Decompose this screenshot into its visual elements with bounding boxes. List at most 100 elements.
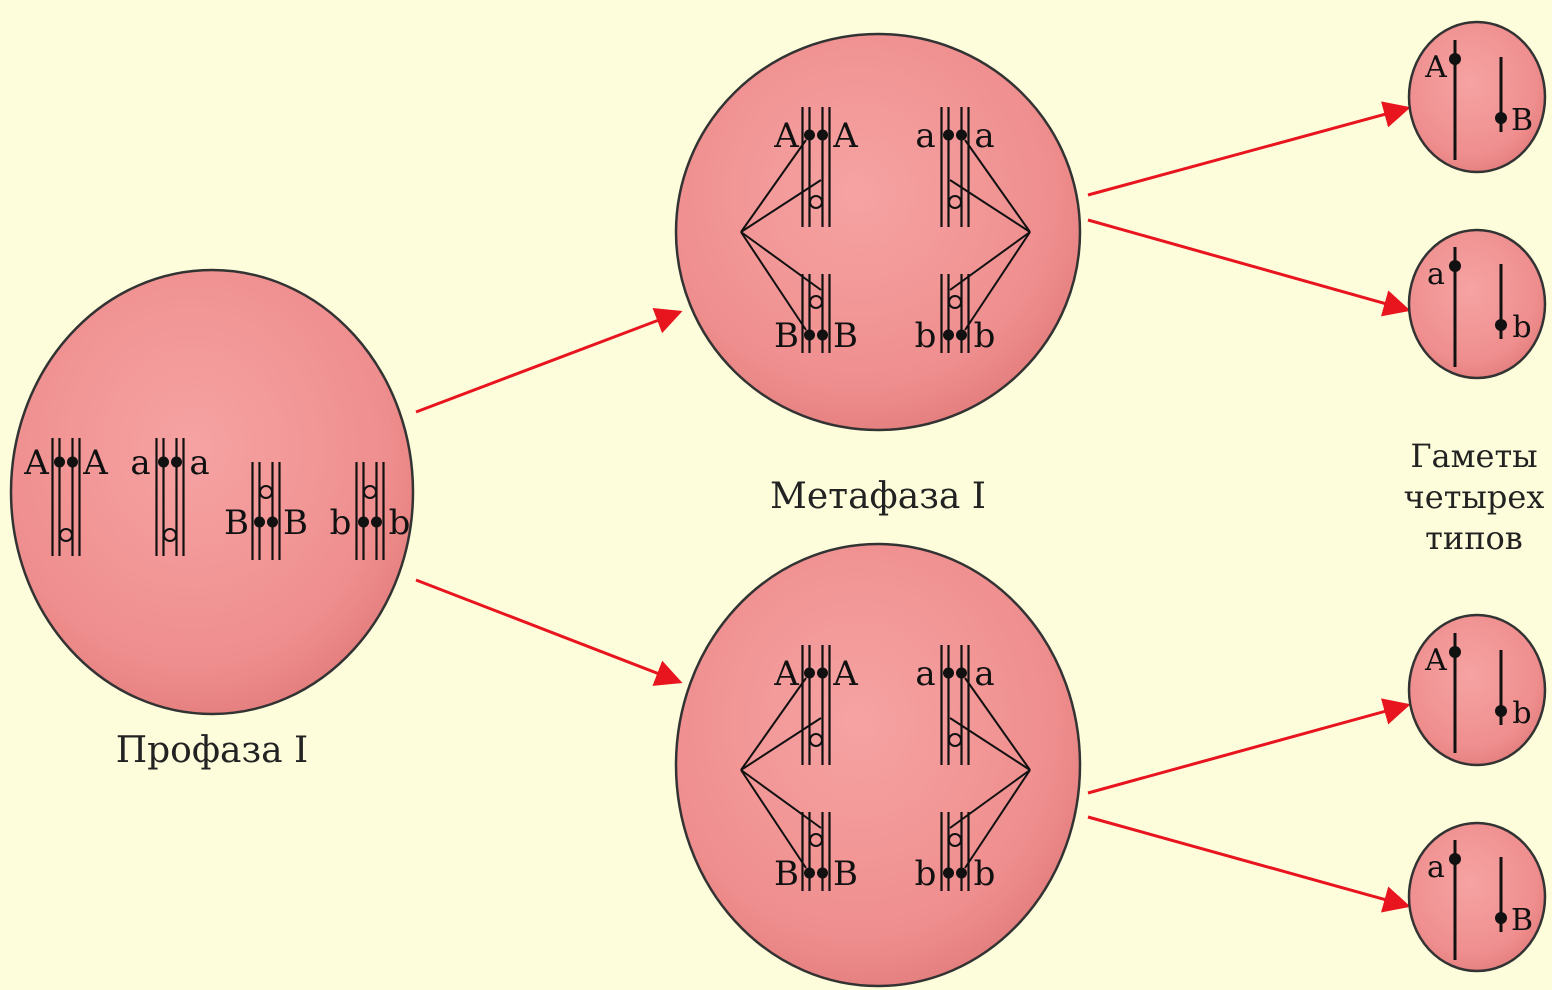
gametes-label-line-1: Гаметы — [1410, 437, 1537, 475]
spindle-fiber — [740, 231, 807, 331]
arrows — [415, 101, 1411, 913]
centromere-ring — [948, 295, 962, 309]
gene-locus-dot — [804, 129, 815, 141]
gene-locus-dot — [804, 867, 815, 879]
allele-label-left: A — [23, 443, 49, 483]
metaphase-label: Метафаза I — [770, 476, 986, 517]
allele-label-right: a — [974, 654, 994, 694]
gene-locus-dot — [1495, 705, 1507, 717]
cells — [9, 20, 1547, 988]
prophase-cell — [9, 268, 415, 716]
allele-label-left: a — [915, 116, 935, 156]
allele-label-left: A — [773, 116, 799, 156]
spindle-fiber — [949, 769, 1031, 829]
allele-label-left: b — [915, 316, 937, 356]
allele-label-right: a — [974, 116, 994, 156]
gene-locus-dot — [358, 516, 369, 528]
gamete-cell-1 — [1407, 20, 1547, 174]
gamete-cell-3 — [1407, 613, 1547, 767]
centromere-ring — [59, 528, 73, 542]
gene-locus-dot — [371, 516, 382, 528]
allele-label-right: B — [283, 503, 308, 543]
gene-locus-dot — [1449, 260, 1461, 272]
gamete-cell-2 — [1407, 228, 1547, 380]
gametes-label-line-3: типов — [1425, 519, 1523, 557]
spindle-fiber — [740, 769, 822, 829]
gamete-allele-first: a — [1427, 257, 1445, 292]
gamete-allele-second: B — [1511, 103, 1533, 138]
metaphase-cell-top — [674, 32, 1082, 432]
gene-locus-dot — [817, 667, 828, 679]
gamete-allele-second: B — [1511, 903, 1533, 938]
centromere-ring — [809, 833, 823, 847]
centromere-ring — [948, 733, 962, 747]
gene-locus-dot — [267, 516, 278, 528]
arrow-prophase-to-metaphase-top — [415, 307, 683, 414]
allele-label-right: A — [832, 116, 858, 156]
spindle-fiber — [740, 179, 822, 233]
gamete-cell-4 — [1407, 821, 1547, 973]
allele-label-right: b — [389, 503, 411, 543]
allele-label-right: B — [833, 316, 858, 356]
allele-label-right: a — [189, 443, 209, 483]
gamete-allele-first: A — [1424, 643, 1447, 678]
centromere-ring — [363, 485, 377, 499]
allele-label-left: b — [330, 503, 352, 543]
gene-locus-dot — [817, 329, 828, 341]
spindle-fiber — [949, 231, 1031, 291]
gamete-allele-first: A — [1424, 50, 1447, 85]
gene-locus-dot — [54, 456, 65, 468]
gamete-chromosomes-2: ab — [1427, 247, 1532, 367]
spindle-fiber — [740, 769, 807, 869]
allele-label-left: b — [915, 854, 937, 894]
gene-locus-dot — [171, 456, 182, 468]
spindle-fibers — [740, 677, 1031, 869]
arrow-prophase-to-metaphase-bottom — [415, 578, 683, 686]
gamete-chromosomes-4: aB — [1427, 840, 1533, 960]
allele-label-right: A — [82, 443, 108, 483]
allele-label-left: B — [774, 854, 799, 894]
centromere-ring — [163, 528, 177, 542]
gene-locus-dot — [956, 667, 967, 679]
gene-locus-dot — [817, 867, 828, 879]
arrow-metaphase-top-to-gamete-2 — [1087, 218, 1411, 317]
gene-locus-dot — [1495, 319, 1507, 331]
gene-locus-dot — [158, 456, 169, 468]
centromere-ring — [809, 733, 823, 747]
spindle-fiber — [964, 139, 1031, 233]
gene-locus-dot — [1449, 853, 1461, 865]
allele-label-right: b — [974, 854, 996, 894]
centromere-ring — [809, 295, 823, 309]
prophase-label: Профаза I — [116, 730, 309, 771]
allele-label-right: b — [974, 316, 996, 356]
spindle-fibers — [740, 139, 1031, 331]
allele-label-left: B — [224, 503, 249, 543]
gene-locus-dot — [817, 129, 828, 141]
spindle-fiber — [964, 231, 1031, 331]
spindle-fiber — [949, 179, 1031, 233]
spindle-fiber — [740, 717, 822, 771]
spindle-fiber — [964, 769, 1031, 869]
gene-locus-dot — [943, 129, 954, 141]
gene-locus-dot — [804, 329, 815, 341]
metaphase-cell-bottom — [674, 542, 1082, 988]
arrow-metaphase-bottom-to-gamete-4 — [1087, 815, 1411, 913]
gene-locus-dot — [254, 516, 265, 528]
gene-locus-dot — [1495, 912, 1507, 924]
allele-label-left: a — [130, 443, 150, 483]
gametes-label-line-2: четырех — [1404, 478, 1545, 516]
gene-locus-dot — [956, 867, 967, 879]
gene-locus-dot — [956, 329, 967, 341]
centromere-ring — [948, 833, 962, 847]
gene-locus-dot — [1495, 112, 1507, 124]
